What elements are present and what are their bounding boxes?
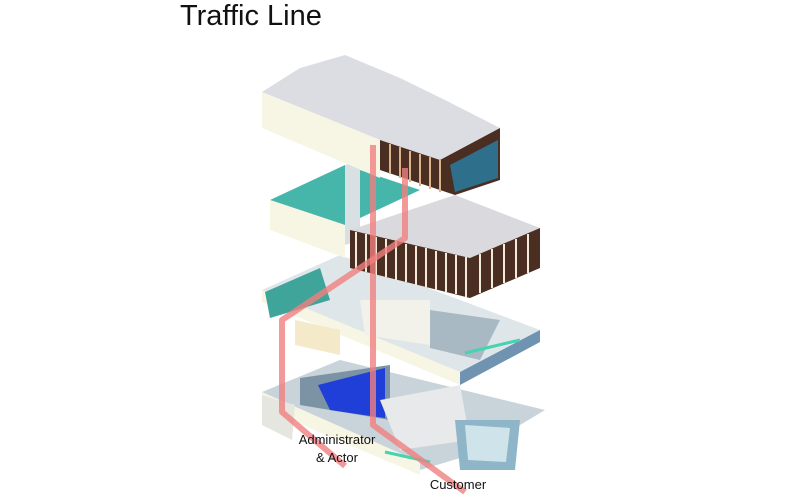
page-title: Traffic Line [180, 0, 322, 32]
level-top [262, 55, 500, 195]
label-administrator: Administrator [298, 432, 376, 447]
louvered-box-top [350, 195, 540, 258]
traffic-line-administrator [279, 168, 408, 469]
label-actor: & Actor [316, 450, 358, 465]
label-administrator-actor: Administrator & Actor [282, 431, 392, 467]
traffic-line-customer [370, 145, 467, 495]
blue-wall [318, 368, 385, 418]
label-customer: Customer [429, 477, 487, 492]
louvered-box-front [350, 230, 470, 298]
level-ground [262, 360, 545, 475]
level-first [270, 160, 540, 298]
